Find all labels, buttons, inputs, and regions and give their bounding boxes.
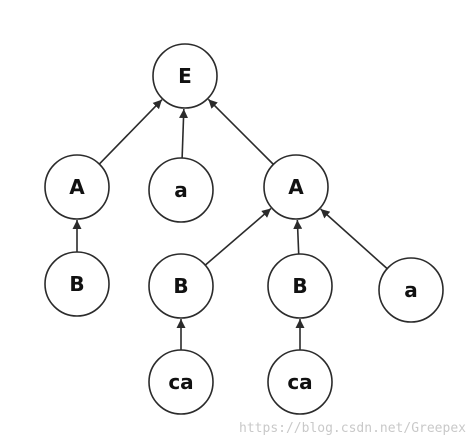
node-circle <box>148 349 214 415</box>
node-circle <box>44 251 110 317</box>
tree-node: A <box>44 154 110 220</box>
node-label: A <box>288 175 304 199</box>
edge-arrow-n8-to-n4 <box>320 208 388 270</box>
node-circle <box>44 154 110 220</box>
edge-arrow-n2-to-n1 <box>98 99 163 165</box>
tree-node: B <box>267 253 333 319</box>
node-label: B <box>69 272 84 296</box>
edge-arrow-n6-to-n4 <box>204 207 272 266</box>
node-label: ca <box>287 370 312 394</box>
tree-node: ca <box>267 349 333 415</box>
edge-arrow-n3-to-n1 <box>179 108 189 159</box>
watermark-text: https://blog.csdn.net/Greepex <box>239 421 466 436</box>
node-circle <box>267 349 333 415</box>
node-circle <box>148 157 214 223</box>
edges-layer <box>72 98 388 350</box>
node-label: a <box>404 278 418 302</box>
node-circle <box>148 253 214 319</box>
tree-node: ca <box>148 349 214 415</box>
tree-node: B <box>148 253 214 319</box>
node-label: E <box>178 64 192 88</box>
tree-node: a <box>378 257 444 323</box>
node-circle <box>267 253 333 319</box>
tree-node: B <box>44 251 110 317</box>
node-circle <box>263 154 329 220</box>
tree-node: a <box>148 157 214 223</box>
node-label: B <box>173 274 188 298</box>
edge-arrow-n4-to-n1 <box>207 98 274 165</box>
node-label: ca <box>168 370 193 394</box>
node-circle <box>378 257 444 323</box>
node-label: B <box>292 274 307 298</box>
node-label: a <box>174 178 188 202</box>
edge-arrow-n7-to-n4 <box>293 219 303 255</box>
node-label: A <box>69 175 85 199</box>
node-circle <box>152 43 218 109</box>
tree-node: E <box>152 43 218 109</box>
tree-node: A <box>263 154 329 220</box>
